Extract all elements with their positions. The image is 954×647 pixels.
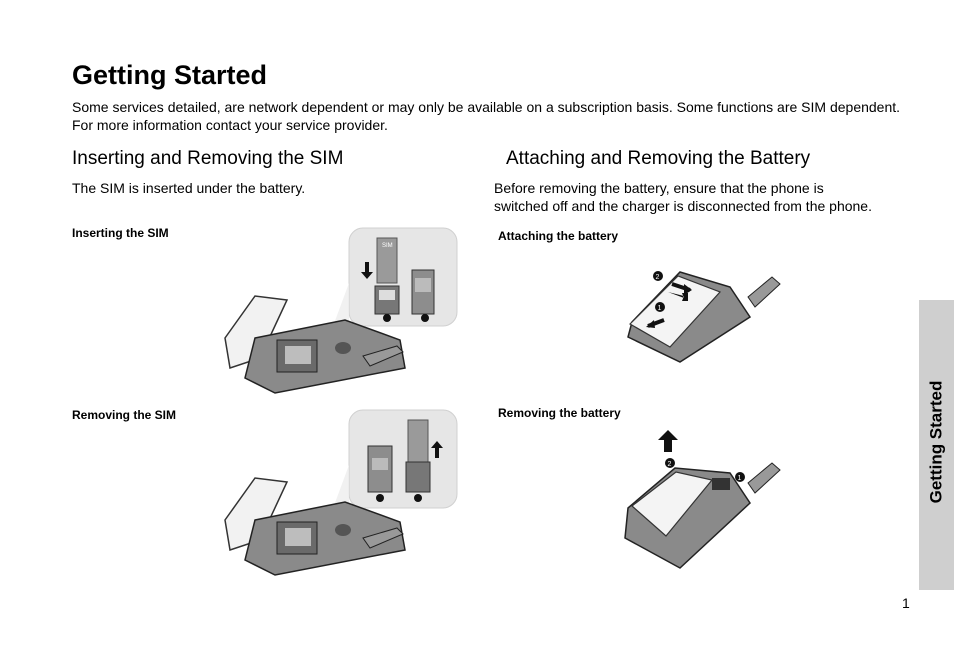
sim-card-label: SIM: [382, 243, 393, 249]
removing-battery-illustration: 2 1: [624, 430, 781, 569]
page-title: Getting Started: [72, 60, 268, 90]
intro-text: Some services detailed, are network depe…: [72, 98, 902, 134]
step-1-marker: [383, 314, 391, 322]
attaching-battery-illustration: 2 1: [627, 271, 781, 363]
step-1-marker: [735, 472, 745, 482]
sim-section-body: The SIM is inserted under the battery.: [72, 180, 306, 196]
step-2-label: 2: [668, 461, 672, 468]
side-tab: Getting Started: [919, 300, 954, 590]
sim-section-heading: Inserting and Removing the SIM: [72, 148, 344, 169]
page-number: 1: [902, 595, 910, 611]
intro-line-1: Some services detailed, are network depe…: [72, 99, 901, 115]
step-2-marker: [653, 271, 663, 281]
side-tab-label: Getting Started: [926, 380, 946, 504]
inserting-sim-illustration: SIM: [224, 227, 458, 394]
step-2-marker: [414, 494, 422, 502]
battery-body-line-2: switched off and the charger is disconne…: [494, 198, 872, 214]
up-arrow-icon: [658, 430, 678, 452]
battery-section-body: Before removing the battery, ensure that…: [494, 179, 872, 215]
step-1-label: 1: [738, 475, 742, 482]
attaching-battery-caption: Attaching the battery: [498, 229, 619, 243]
step-2-label: 2: [656, 274, 660, 281]
removing-sim-illustration: [224, 409, 458, 576]
step-1-marker: [376, 494, 384, 502]
down-arrow-icon: [361, 262, 373, 279]
removing-sim-caption: Removing the SIM: [72, 408, 177, 422]
step-1-marker: [655, 302, 665, 312]
step-2-marker: [421, 314, 429, 322]
up-arrow-icon: [431, 441, 443, 458]
step-1-label: 1: [658, 305, 662, 312]
battery-body-line-1: Before removing the battery, ensure that…: [494, 180, 824, 196]
removing-battery-caption: Removing the battery: [498, 406, 621, 420]
inserting-sim-caption: Inserting the SIM: [72, 226, 169, 240]
battery-section-heading: Attaching and Removing the Battery: [506, 148, 811, 169]
intro-line-2: For more information contact your servic…: [72, 117, 388, 133]
step-2-marker: [665, 458, 675, 468]
